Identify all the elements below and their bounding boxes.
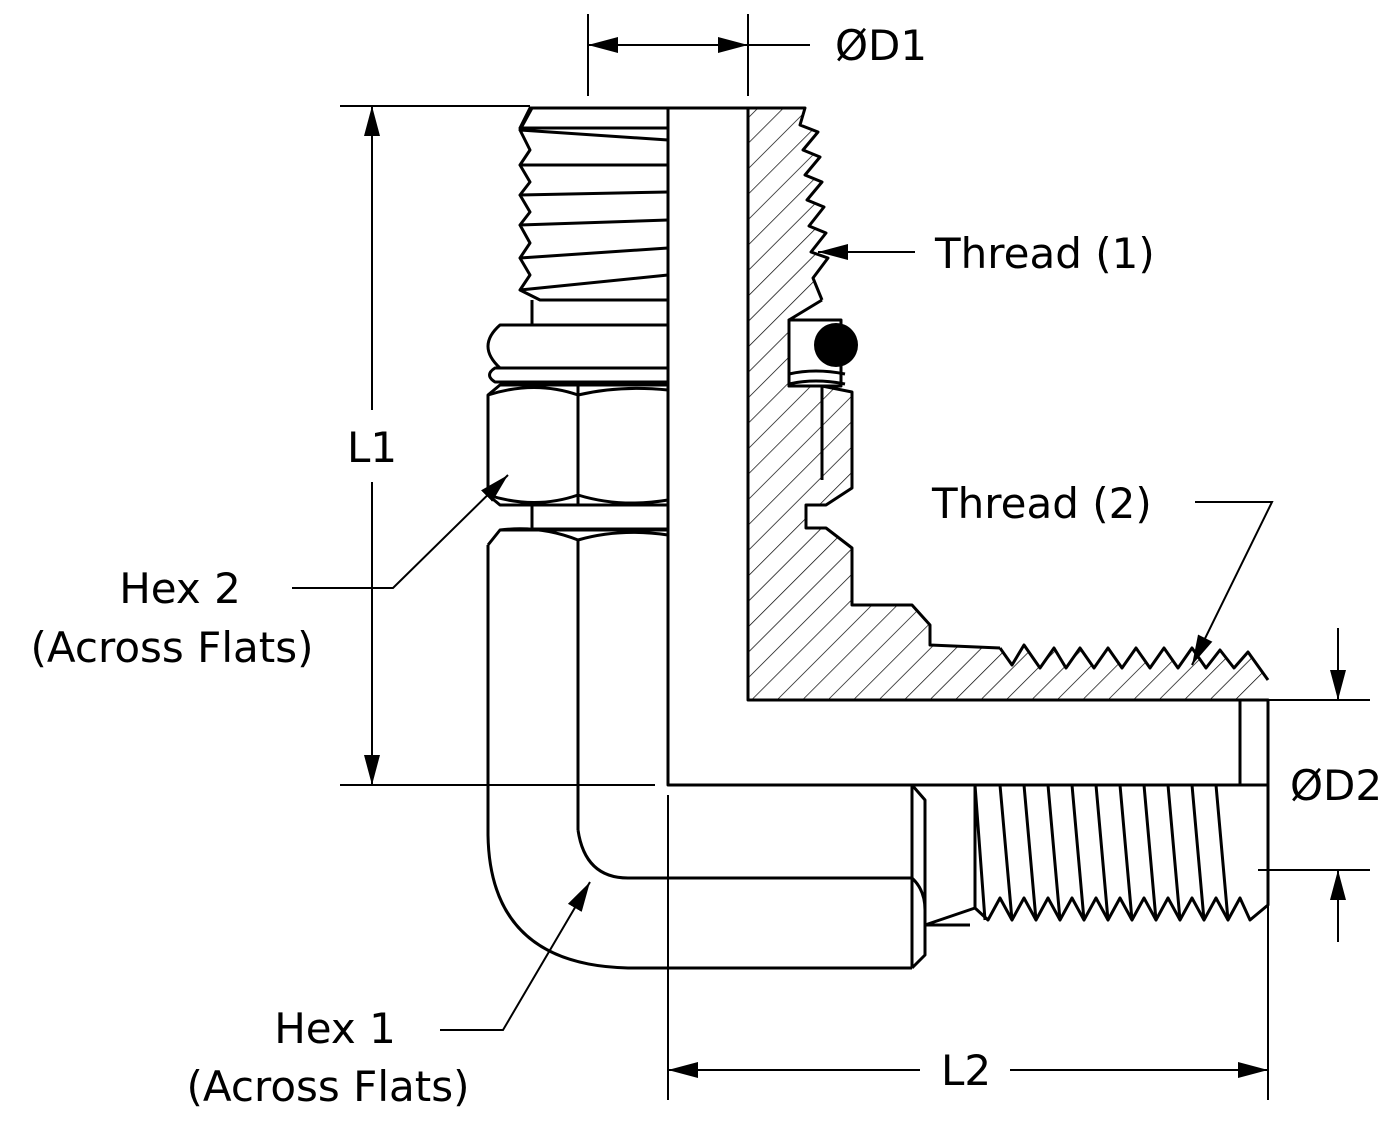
label-thread-2: Thread (2) — [931, 479, 1152, 528]
label-d2: ØD2 — [1290, 761, 1382, 810]
label-d1: ØD1 — [835, 21, 927, 70]
o-ring — [787, 318, 858, 388]
leader-hex-1 — [440, 881, 591, 1031]
label-hex-1-line-1: Hex 1 — [274, 1004, 396, 1053]
section-hatch — [746, 106, 1270, 702]
hex-1-body — [486, 527, 927, 970]
label-thread-1: Thread (1) — [934, 229, 1155, 278]
leader-thread-2 — [1191, 501, 1274, 666]
hex-2-body — [486, 383, 670, 531]
label-l1: L1 — [347, 423, 397, 472]
label-hex-2-line-2: (Across Flats) — [31, 623, 314, 672]
lower-thread-end — [924, 783, 1270, 927]
label-l2: L2 — [941, 1046, 991, 1095]
label-hex-1-line-2: (Across Flats) — [187, 1062, 470, 1111]
leader-hex-2 — [292, 474, 509, 589]
label-hex-2-line-1: Hex 2 — [119, 564, 241, 613]
extension-lines — [340, 14, 1370, 1100]
upper-thread-end — [486, 106, 670, 384]
